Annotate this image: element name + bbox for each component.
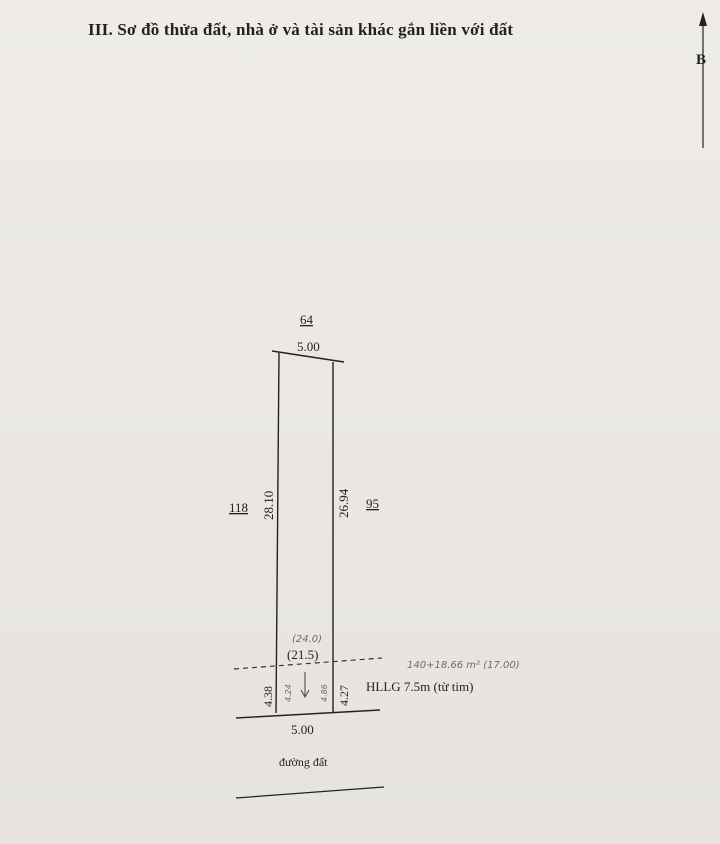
right-length-label: 26.94 [336,488,351,518]
setback-label: HLLG 7.5m (từ tim) [366,679,473,694]
north-arrow-icon [699,12,707,148]
area-label: (21.5) [287,647,318,662]
lower-left-handwritten-label: 4.24 [284,684,293,702]
right-neighbor-label: 95 [366,496,379,511]
north-label: B [696,52,706,68]
area-handwritten-label: (24.0) [292,634,322,645]
top-neighbor-label: 64 [300,312,314,327]
lower-right-handwritten-label: 4.86 [320,684,329,702]
top-width-label: 5.00 [297,339,320,354]
bottom-width-label: 5.00 [291,722,314,737]
handwritten-note: 140+18.66 m² (17.00) [407,660,520,671]
left-neighbor-label: 118 [229,500,248,515]
road-line [235,786,385,799]
setback-line [233,657,383,670]
lower-left-length-label: 4.38 [261,686,275,707]
down-arrow-icon [300,672,310,699]
left-length-label: 28.10 [261,491,276,520]
lower-right-length-label: 4.27 [337,685,351,706]
road-label: đường đất [279,755,328,769]
section-title: III. Sơ đồ thửa đất, nhà ở và tài sản kh… [88,20,514,39]
plot-outline [235,350,381,719]
